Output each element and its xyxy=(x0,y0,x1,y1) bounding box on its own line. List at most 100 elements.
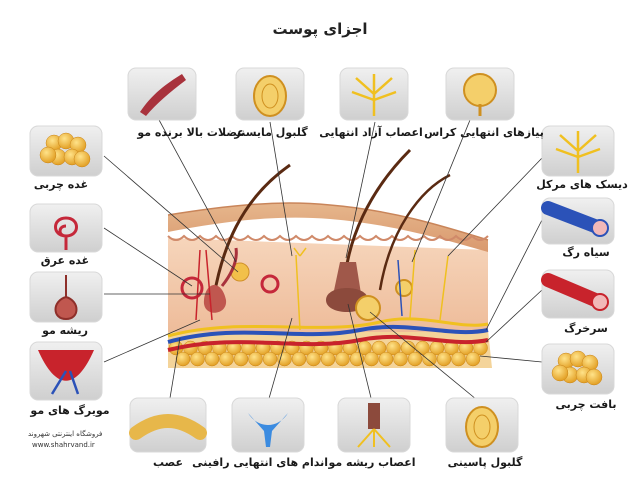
dermis-layer xyxy=(168,238,488,332)
artery-icon xyxy=(541,273,607,309)
hair-shaft xyxy=(378,173,451,291)
vein-vessel xyxy=(167,324,489,344)
fat-globule xyxy=(320,351,336,367)
nerve-fiber xyxy=(167,317,489,338)
fat-cell-icon xyxy=(39,146,57,164)
hair-shaft xyxy=(212,163,291,297)
corpuscle-icon xyxy=(253,75,287,117)
thumb-artery xyxy=(541,269,615,319)
pacinian-corpuscle xyxy=(395,279,413,297)
fat-cell-icon xyxy=(73,150,91,168)
fat-cell-icon xyxy=(585,368,603,386)
pacinian-corpuscle xyxy=(355,295,381,321)
thumb-capillaries xyxy=(29,341,103,401)
vein-icon xyxy=(541,201,607,235)
thumb-merkel xyxy=(541,125,615,177)
corpuscle-icon xyxy=(465,406,499,448)
fat-globule xyxy=(436,351,452,367)
corpuscle-core xyxy=(473,414,491,440)
watermark-url: www.shahrvand.ir xyxy=(32,441,95,449)
bulb-icon xyxy=(463,73,497,107)
label-ruffini: اندام های انتهایی رافینی xyxy=(192,456,328,469)
thumb-free-nerve xyxy=(339,67,409,121)
label-root-nerve: اعصاب ریشه مو xyxy=(328,456,416,469)
thumb-root-nerve xyxy=(337,397,411,453)
label-free-nerve: اعصاب آزاد انتهایی xyxy=(319,126,423,139)
nerve-ending-icon xyxy=(555,131,601,173)
label-artery: سرخرگ xyxy=(564,322,608,335)
thumb-krause xyxy=(445,67,515,121)
label-meissner: گلبول مایسنر xyxy=(234,126,308,139)
skin-surface xyxy=(167,202,489,241)
ruffini-icon xyxy=(248,413,288,447)
thumb-ruffini xyxy=(231,397,305,453)
thumb-sebaceous xyxy=(29,125,103,177)
epidermis-layer xyxy=(168,203,488,252)
thumb-muscle xyxy=(127,67,197,121)
vessel-lumen xyxy=(591,293,609,311)
thumbnail-frame xyxy=(29,203,103,253)
thumb-pacinian xyxy=(445,397,519,453)
corpuscle-core xyxy=(261,83,279,109)
fat-globule xyxy=(422,351,437,367)
fat-globule xyxy=(400,340,416,356)
sweat-gland xyxy=(180,276,204,300)
fat-globule xyxy=(465,351,481,367)
fat-globule xyxy=(306,351,321,367)
fat-globule xyxy=(175,351,191,367)
label-capillaries: مویرگ های مو xyxy=(30,404,110,417)
fat-globule xyxy=(204,351,220,367)
fat-globule xyxy=(291,351,307,367)
fat-globule xyxy=(277,351,292,367)
nerve-branch xyxy=(293,247,449,331)
fat-globule xyxy=(407,351,423,367)
hair-root-icon xyxy=(54,275,78,321)
capillary xyxy=(195,249,213,321)
label-nerve: عصب xyxy=(153,456,183,469)
fat-globule xyxy=(248,351,263,367)
thumb-nerve xyxy=(129,397,207,453)
thumb-vein xyxy=(541,197,615,245)
thumbnails xyxy=(29,67,615,453)
fat-globule xyxy=(378,351,394,367)
page-title: اجزای پوست xyxy=(272,20,368,38)
label-krause: پیازهای انتهایی کراس xyxy=(424,126,544,139)
vessel-lumen xyxy=(591,219,609,237)
capillary xyxy=(397,259,403,317)
fat-cell-icon xyxy=(551,364,569,382)
root-nerve-icon xyxy=(368,403,380,429)
thumb-hair-root xyxy=(29,271,103,323)
root-nerve-fibers xyxy=(357,428,391,448)
label-merkel: دیسک های مرکل xyxy=(536,178,628,191)
sweat-gland xyxy=(260,274,280,294)
artery-vessel xyxy=(167,334,489,352)
capillary-icon xyxy=(38,350,94,381)
fat-globule xyxy=(190,351,205,367)
leader-lines xyxy=(103,117,543,411)
fat-globule xyxy=(364,351,379,367)
fat-globule xyxy=(393,351,408,367)
fat-globule xyxy=(371,340,387,356)
capillary-branch xyxy=(50,370,80,395)
fat-globule xyxy=(335,351,350,367)
nerve-icon xyxy=(129,414,207,440)
fat-globule xyxy=(349,351,365,367)
thumb-meissner xyxy=(235,67,305,121)
papillae xyxy=(167,234,489,241)
nerve-ending-icon xyxy=(351,74,397,116)
label-sebaceous: غده چربی xyxy=(33,178,89,191)
fat-globule xyxy=(386,340,401,356)
fat-globule xyxy=(262,351,278,367)
fat-globule xyxy=(233,351,249,367)
fat-globule xyxy=(219,351,234,367)
thumb-sweat xyxy=(29,203,103,253)
label-fat: بافت چربی xyxy=(555,398,617,411)
label-sweat: غده عرق xyxy=(40,254,90,267)
label-pacinian: گلبول پاسینی xyxy=(447,456,523,469)
label-hair-root: ریشه مو xyxy=(42,324,88,337)
thumb-fat xyxy=(541,343,615,395)
arrector-muscle xyxy=(220,247,238,287)
watermark-store: فروشگاه اینترنتی شهروند xyxy=(28,430,103,438)
